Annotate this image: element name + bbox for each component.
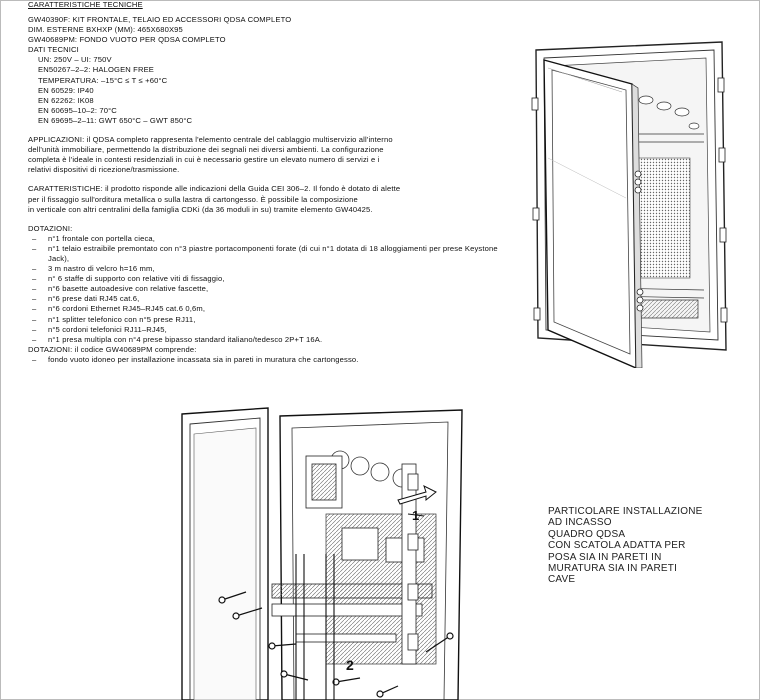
equipment-item: –n°1 frontale con portella cieca,	[32, 233, 156, 243]
applications-line: dell'unità immobiliare, permettendo la d…	[28, 145, 384, 155]
tech-data-item: UN: 250V – UI: 750V	[38, 55, 112, 65]
equipment-item: –n°1 splitter telefonico con n°5 prese R…	[32, 314, 196, 324]
characteristics-line: in verticale con altri centralini della …	[28, 204, 373, 214]
code-line: DIM. ESTERNE BXHXP (MM): 465X680X95	[28, 25, 183, 35]
box-clips	[407, 473, 419, 651]
equipment-title: DOTAZIONI:	[28, 223, 73, 233]
front-frame	[181, 407, 269, 700]
callout-2: 2	[346, 657, 354, 673]
equipment-item: –n°6 prese dati RJ45 cat.6,	[32, 294, 140, 304]
equipment-item: –n°1 telaio estraibile premontato con n°…	[32, 243, 498, 263]
inner-chassis	[271, 455, 433, 665]
arrow-1	[397, 485, 437, 517]
panel-drawing	[531, 41, 728, 368]
tech-data-item: EN 69695–2–11: GWT 650°C – GWT 850°C	[38, 115, 193, 125]
equipment-item: –n°5 cordoni telefonici RJ11–RJ45,	[32, 324, 167, 334]
caption-line: AD INCASSO	[548, 517, 612, 529]
equipment2-item: –fondo vuoto idoneo per installazione in…	[32, 354, 359, 364]
hinges	[634, 170, 644, 312]
equipment2-title: DOTAZIONI: il codice GW40689PM comprende…	[28, 344, 197, 354]
equipment-item: –3 m nastro di velcro h=16 mm,	[32, 264, 155, 274]
equipment-item: –n°1 presa multipla con n°4 prese bipass…	[32, 334, 323, 344]
tech-data-item: EN 60529: IP40	[38, 85, 94, 95]
applications-line: APPLICAZIONI: il QDSA completo rappresen…	[28, 135, 393, 145]
installation-caption: PARTICOLARE INSTALLAZIONE AD INCASSO QUA…	[548, 506, 728, 586]
door	[543, 59, 643, 368]
caption-line: QUADRO QDSA	[548, 528, 626, 540]
characteristics-line: per il fissaggio sull'orditura metallica…	[28, 194, 358, 204]
code-line: GW40390F: KIT FRONTALE, TELAIO ED ACCESS…	[28, 15, 292, 24]
screws	[218, 591, 454, 698]
tech-data-title: DATI TECNICI	[28, 45, 79, 55]
equipment-item: –n°6 basette autoadesive con relative fa…	[32, 284, 209, 294]
vertical-rails	[295, 554, 335, 700]
applications-line: completa è l'ideale in contesti residenz…	[28, 155, 380, 165]
frame-clips	[531, 77, 728, 323]
equipment-item: –n° 6 staffe di supporto con relative vi…	[32, 274, 225, 284]
panel-interior-grid	[631, 157, 691, 279]
applications-line: relativi dispositivi di ricezione/trasmi…	[28, 165, 180, 175]
characteristics-line: CARATTERISTICHE: il prodotto risponde al…	[28, 184, 401, 194]
tech-data-item: EN 62262: IK08	[38, 95, 94, 105]
spec-text: CARATTERISTICHE TECNICHE GW40390F: KIT F…	[28, 0, 508, 365]
section-heading-partial: CARATTERISTICHE TECNICHE	[28, 0, 143, 9]
tech-data-item: EN 60695–10–2: 70°C	[38, 105, 117, 115]
caption-line: CAVE	[548, 574, 576, 586]
caption-line: POSA SIA IN PARETI IN	[548, 551, 662, 563]
caption-line: CON SCATOLA ADATTA PER	[548, 540, 686, 552]
caption-line: MURATURA SIA IN PARETI	[548, 563, 678, 575]
caption-line: PARTICOLARE INSTALLAZIONE	[548, 506, 703, 517]
callout-1: 1	[412, 508, 419, 523]
tech-data-item: EN50267–2–2: HALOGEN FREE	[38, 65, 155, 75]
code-line: GW40689PM: FONDO VUOTO PER QDSA COMPLETO	[28, 35, 226, 45]
tech-data-item: TEMPERATURA: –15°C ≤ T ≤ +60°C	[38, 75, 168, 85]
installation-drawing: 1 2	[181, 407, 463, 700]
equipment-item: –n°6 cordoni Ethernet RJ45–RJ45 cat.6 0,…	[32, 304, 206, 314]
